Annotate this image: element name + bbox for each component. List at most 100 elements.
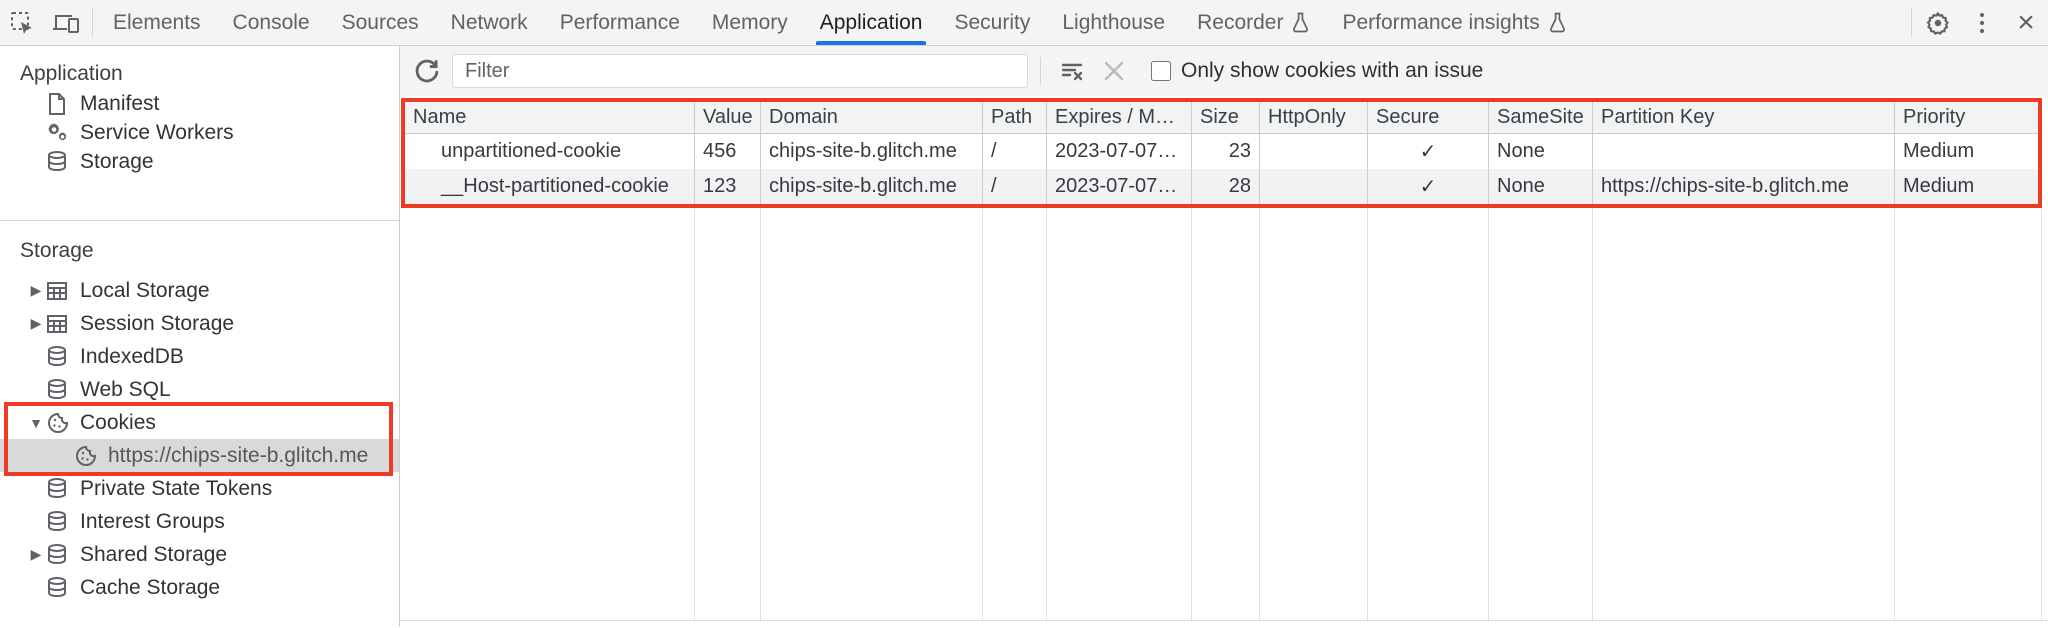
cell-value: 456	[695, 134, 761, 169]
service-worker-gears-icon	[46, 121, 70, 145]
chevron-collapsed-icon[interactable]: ▶	[30, 546, 42, 562]
database-icon	[46, 378, 70, 402]
refresh-icon[interactable]	[408, 57, 446, 85]
column-header-samesite[interactable]: SameSite	[1489, 102, 1593, 134]
database-icon	[46, 510, 70, 534]
tab-performance-insights[interactable]: Performance insights	[1326, 0, 1582, 45]
tab-security[interactable]: Security	[954, 10, 1031, 34]
cookie-icon	[74, 444, 98, 468]
cell-size: 28	[1192, 169, 1260, 204]
cell-expires: 2023-07-07…	[1047, 134, 1192, 169]
table-row[interactable]: __Host-partitioned-cookie 123 chips-site…	[405, 169, 2038, 204]
cell-priority: Medium	[1895, 169, 2038, 204]
settings-gear-icon[interactable]	[1916, 0, 1960, 45]
database-icon	[46, 477, 70, 501]
column-header-priority[interactable]: Priority	[1895, 102, 2038, 134]
experiment-flask-icon	[1291, 12, 1310, 33]
cookie-icon	[46, 411, 70, 435]
cell-path: /	[983, 169, 1047, 204]
cell-domain: chips-site-b.glitch.me	[761, 169, 983, 204]
cookie-table-highlight: Name Value Domain Path Expires / M… Size…	[401, 98, 2042, 208]
topbar-right-controls: ×	[1907, 0, 2048, 45]
panel-tabs: Elements Console Sources Network Perform…	[97, 0, 1583, 45]
tab-sources[interactable]: Sources	[341, 10, 419, 34]
cell-domain: chips-site-b.glitch.me	[761, 134, 983, 169]
column-header-value[interactable]: Value	[695, 102, 761, 134]
cookie-table-header: Name Value Domain Path Expires / M… Size…	[405, 102, 2038, 134]
cell-size: 23	[1192, 134, 1260, 169]
sidebar-item-private-state-tokens[interactable]: Private State Tokens	[0, 472, 399, 505]
toolbar-separator	[1040, 57, 1041, 85]
sidebar-item-shared-storage[interactable]: ▶ Shared Storage	[0, 538, 399, 571]
column-header-secure[interactable]: Secure	[1368, 102, 1489, 134]
column-header-partition-key[interactable]: Partition Key	[1593, 102, 1895, 134]
table-empty-area	[400, 208, 2042, 620]
cell-samesite: None	[1489, 134, 1593, 169]
toolbar-separator	[92, 8, 93, 37]
sidebar-item-cookies[interactable]: ▼ Cookies	[29, 410, 156, 435]
tab-lighthouse[interactable]: Lighthouse	[1062, 10, 1166, 34]
tab-console[interactable]: Console	[232, 10, 310, 34]
device-toolbar-icon[interactable]	[44, 0, 88, 45]
chevron-collapsed-icon[interactable]: ▶	[30, 282, 42, 298]
column-header-name[interactable]: Name	[405, 102, 695, 134]
database-icon	[46, 576, 70, 600]
table-grid-icon	[46, 280, 70, 302]
cell-httponly	[1260, 134, 1368, 169]
cell-value: 123	[695, 169, 761, 204]
tab-recorder[interactable]: Recorder	[1181, 0, 1326, 45]
application-sidebar: Application Manifest Service Workers	[0, 46, 400, 627]
cookies-toolbar: Only show cookies with an issue	[400, 46, 2048, 96]
column-header-httponly[interactable]: HttpOnly	[1260, 102, 1368, 134]
database-icon	[46, 150, 70, 174]
sidebar-item-interest-groups[interactable]: Interest Groups	[0, 505, 399, 538]
sidebar-item-cache-storage[interactable]: Cache Storage	[0, 571, 399, 604]
chevron-collapsed-icon[interactable]: ▶	[30, 315, 42, 331]
tab-performance[interactable]: Performance	[559, 10, 680, 34]
sidebar-section-application: Application	[20, 62, 123, 85]
cell-name: __Host-partitioned-cookie	[405, 169, 695, 204]
inspect-icon[interactable]	[0, 0, 44, 45]
cell-expires: 2023-07-07…	[1047, 169, 1192, 204]
chevron-expanded-icon[interactable]: ▼	[29, 414, 43, 431]
devtools-tab-bar: Elements Console Sources Network Perform…	[0, 0, 2048, 46]
tab-application[interactable]: Application	[804, 0, 939, 45]
sidebar-item-service-workers[interactable]: Service Workers	[0, 118, 399, 147]
sidebar-item-storage[interactable]: Storage	[0, 147, 399, 176]
document-icon	[46, 92, 70, 116]
more-kebab-icon[interactable]	[1960, 0, 2004, 45]
sidebar-section-storage: Storage	[20, 239, 94, 262]
cell-samesite: None	[1489, 169, 1593, 204]
tab-memory[interactable]: Memory	[711, 10, 788, 34]
database-icon	[46, 345, 70, 369]
filter-input[interactable]	[452, 54, 1028, 88]
sidebar-item-web-sql[interactable]: Web SQL	[0, 373, 399, 406]
cell-name: unpartitioned-cookie	[405, 134, 695, 169]
sidebar-divider	[0, 220, 399, 221]
toolbar-separator	[1911, 8, 1912, 37]
cell-path: /	[983, 134, 1047, 169]
bottom-edge	[400, 620, 2048, 627]
issue-filter-label[interactable]: Only show cookies with an issue	[1181, 59, 1484, 82]
sidebar-item-local-storage[interactable]: ▶ Local Storage	[0, 274, 399, 307]
column-header-domain[interactable]: Domain	[761, 102, 983, 134]
cell-partition-key: https://chips-site-b.glitch.me	[1593, 169, 1895, 204]
experiment-flask-icon	[1548, 12, 1567, 33]
cell-partition-key	[1593, 134, 1895, 169]
sidebar-item-indexeddb[interactable]: IndexedDB	[0, 340, 399, 373]
clear-filter-list-icon[interactable]	[1051, 58, 1093, 84]
issue-filter-checkbox[interactable]	[1151, 61, 1171, 81]
column-header-expires[interactable]: Expires / M…	[1047, 102, 1192, 134]
column-header-path[interactable]: Path	[983, 102, 1047, 134]
delete-selected-icon[interactable]	[1093, 58, 1135, 84]
tab-elements[interactable]: Elements	[113, 10, 201, 34]
sidebar-item-session-storage[interactable]: ▶ Session Storage	[0, 307, 399, 340]
cell-secure-checkmark: ✓	[1368, 134, 1489, 169]
sidebar-item-cookie-origin[interactable]: https://chips-site-b.glitch.me	[0, 439, 399, 472]
sidebar-item-manifest[interactable]: Manifest	[0, 89, 399, 118]
tab-network[interactable]: Network	[450, 10, 528, 34]
column-header-size[interactable]: Size	[1192, 102, 1260, 134]
table-row[interactable]: unpartitioned-cookie 456 chips-site-b.gl…	[405, 134, 2038, 169]
close-icon[interactable]: ×	[2017, 5, 2035, 39]
cookies-pane: Only show cookies with an issue Name Val…	[400, 46, 2048, 627]
